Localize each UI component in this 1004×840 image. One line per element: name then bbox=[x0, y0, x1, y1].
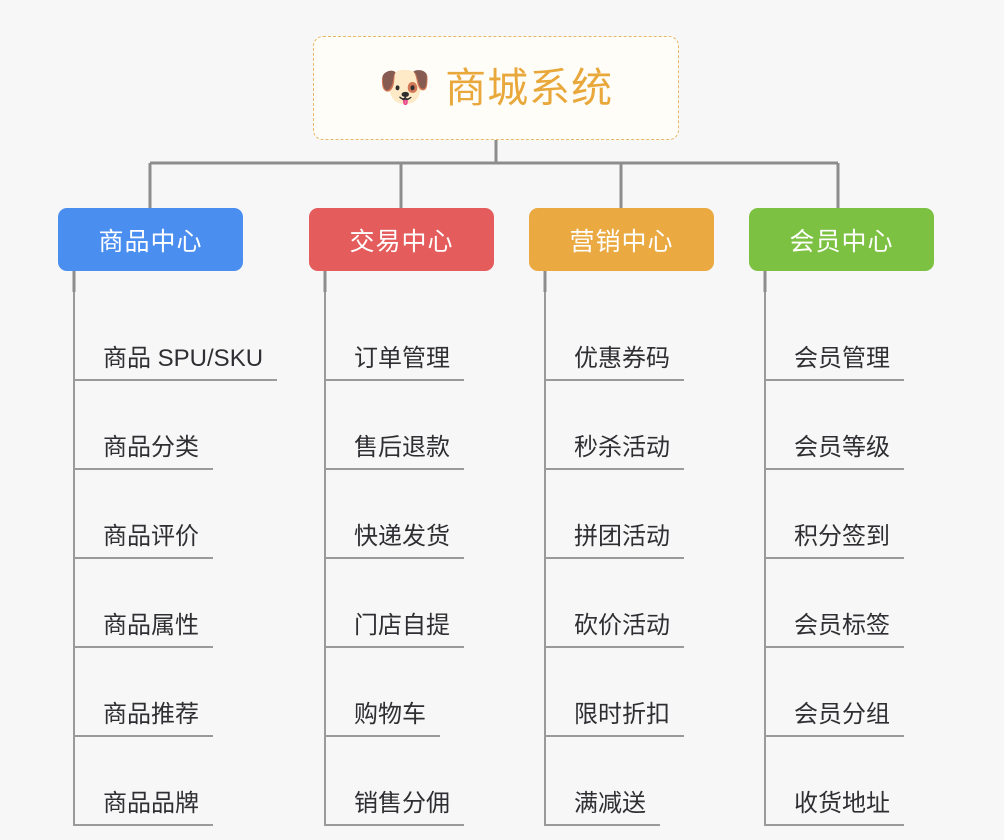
list-item[interactable]: 商品推荐 bbox=[73, 648, 243, 737]
list-item[interactable]: 积分签到 bbox=[764, 470, 934, 559]
list-item[interactable]: 售后退款 bbox=[324, 381, 494, 470]
list-item[interactable]: 会员分组 bbox=[764, 648, 934, 737]
list-item[interactable]: 秒杀活动 bbox=[544, 381, 714, 470]
leaf-label: 快递发货 bbox=[324, 523, 464, 559]
leaf-label: 会员管理 bbox=[764, 345, 904, 381]
list-item[interactable]: 商品分类 bbox=[73, 381, 243, 470]
leaf-label: 商品品牌 bbox=[73, 790, 213, 826]
leaf-label: 砍价活动 bbox=[544, 612, 684, 648]
shiba-dog-icon: 🐶 bbox=[378, 63, 432, 110]
branch-header-product[interactable]: 商品中心 bbox=[58, 208, 243, 271]
leaf-label: 商品 SPU/SKU bbox=[73, 345, 278, 381]
leaf-label: 销售分佣 bbox=[324, 790, 464, 826]
root-title: 商城系统 bbox=[445, 64, 614, 111]
list-item[interactable]: 商品 SPU/SKU bbox=[73, 292, 278, 381]
list-item[interactable]: 快递发货 bbox=[324, 470, 494, 559]
leaf-list-member: 会员管理 会员等级 积分签到 会员标签 会员分组 收货地址 bbox=[764, 292, 934, 826]
leaf-label: 满减送 bbox=[544, 790, 660, 826]
leaf-label: 优惠券码 bbox=[544, 345, 684, 381]
branch-header-marketing[interactable]: 营销中心 bbox=[529, 208, 714, 271]
list-item[interactable]: 订单管理 bbox=[324, 292, 494, 381]
root-node[interactable]: 🐶 商城系统 bbox=[313, 36, 679, 140]
leaf-list-product: 商品 SPU/SKU 商品分类 商品评价 商品属性 商品推荐 商品品牌 bbox=[73, 292, 278, 826]
list-item[interactable]: 优惠券码 bbox=[544, 292, 714, 381]
leaf-label: 门店自提 bbox=[324, 612, 464, 648]
branch-header-trade[interactable]: 交易中心 bbox=[309, 208, 494, 271]
leaf-label: 限时折扣 bbox=[544, 701, 684, 737]
list-item[interactable]: 收货地址 bbox=[764, 737, 934, 826]
leaf-label: 拼团活动 bbox=[544, 523, 684, 559]
branch-header-label: 商品中心 bbox=[98, 227, 203, 256]
list-item[interactable]: 限时折扣 bbox=[544, 648, 714, 737]
leaf-label: 秒杀活动 bbox=[544, 434, 684, 470]
leaf-label: 会员等级 bbox=[764, 434, 904, 470]
list-item[interactable]: 会员等级 bbox=[764, 381, 934, 470]
list-item[interactable]: 销售分佣 bbox=[324, 737, 494, 826]
leaf-label: 商品分类 bbox=[73, 434, 213, 470]
list-item[interactable]: 会员管理 bbox=[764, 292, 934, 381]
branch-header-member[interactable]: 会员中心 bbox=[749, 208, 934, 271]
list-item[interactable]: 商品评价 bbox=[73, 470, 243, 559]
branch-header-label: 交易中心 bbox=[349, 227, 454, 256]
leaf-label: 商品推荐 bbox=[73, 701, 213, 737]
branch-column-member: 会员中心 会员管理 会员等级 积分签到 会员标签 会员分组 收货地址 bbox=[749, 208, 934, 826]
branch-column-product: 商品中心 商品 SPU/SKU 商品分类 商品评价 商品属性 商品推荐 商品品牌 bbox=[58, 208, 278, 826]
branch-header-label: 营销中心 bbox=[569, 227, 674, 256]
list-item[interactable]: 商品品牌 bbox=[73, 737, 243, 826]
leaf-label: 商品属性 bbox=[73, 612, 213, 648]
leaf-list-marketing: 优惠券码 秒杀活动 拼团活动 砍价活动 限时折扣 满减送 bbox=[544, 292, 714, 826]
leaf-label: 会员标签 bbox=[764, 612, 904, 648]
leaf-label: 订单管理 bbox=[324, 345, 464, 381]
leaf-label: 购物车 bbox=[324, 701, 440, 737]
leaf-list-trade: 订单管理 售后退款 快递发货 门店自提 购物车 销售分佣 bbox=[324, 292, 494, 826]
list-item[interactable]: 会员标签 bbox=[764, 559, 934, 648]
list-item[interactable]: 满减送 bbox=[544, 737, 714, 826]
leaf-label: 售后退款 bbox=[324, 434, 464, 470]
list-item[interactable]: 商品属性 bbox=[73, 559, 243, 648]
list-item[interactable]: 拼团活动 bbox=[544, 470, 714, 559]
leaf-label: 积分签到 bbox=[764, 523, 904, 559]
leaf-label: 会员分组 bbox=[764, 701, 904, 737]
list-item[interactable]: 门店自提 bbox=[324, 559, 494, 648]
branch-column-marketing: 营销中心 优惠券码 秒杀活动 拼团活动 砍价活动 限时折扣 满减送 bbox=[529, 208, 714, 826]
leaf-label: 收货地址 bbox=[764, 790, 904, 826]
branch-header-label: 会员中心 bbox=[789, 227, 894, 256]
leaf-label: 商品评价 bbox=[73, 523, 213, 559]
branch-column-trade: 交易中心 订单管理 售后退款 快递发货 门店自提 购物车 销售分佣 bbox=[309, 208, 494, 826]
list-item[interactable]: 购物车 bbox=[324, 648, 494, 737]
list-item[interactable]: 砍价活动 bbox=[544, 559, 714, 648]
